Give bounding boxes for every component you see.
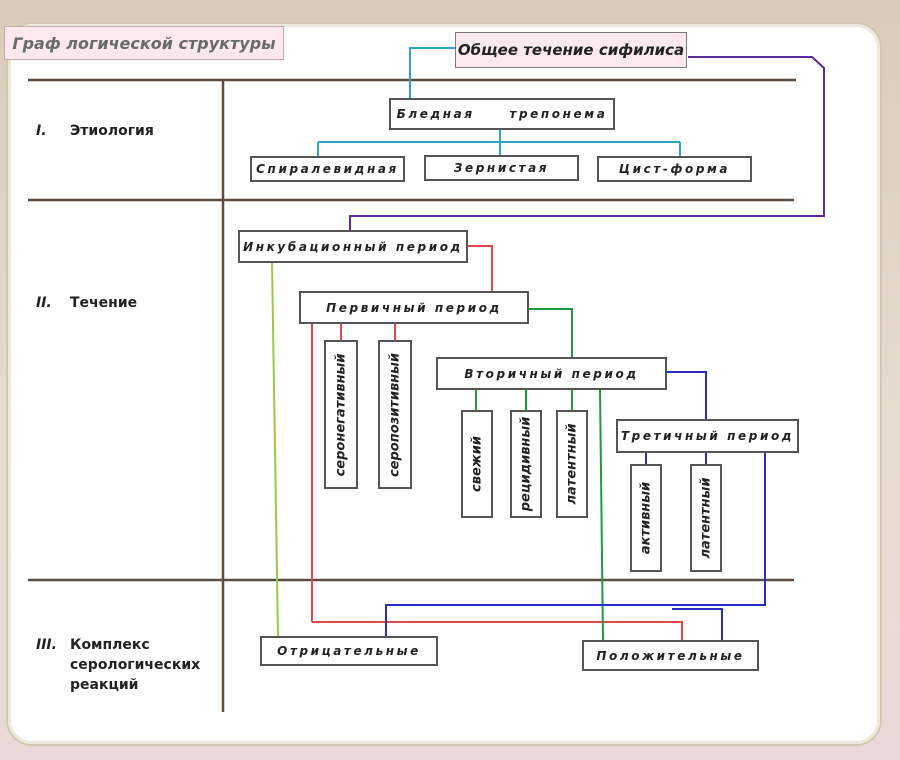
section-label-course: Течение — [70, 295, 138, 311]
etiology-connectors — [317, 47, 681, 157]
section-number-2: II. — [36, 295, 52, 311]
section-label-serology: Комплекс серологических реакций — [70, 637, 201, 693]
green-connectors — [475, 308, 604, 641]
tertiary-sub-latent: латентный — [690, 464, 722, 572]
secondary-sub-recurrent: рецидивный — [510, 410, 542, 518]
tertiary-sub-active: активный — [630, 464, 662, 572]
form-node-granular: Зернистая — [424, 155, 579, 181]
secondary-period-node: Вторичный период — [436, 357, 667, 390]
secondary-sub-latent: латентный — [556, 410, 588, 518]
diagram-title: Граф логической структуры — [4, 26, 284, 60]
form-node-cyst: Цист-форма — [597, 156, 752, 182]
incubation-to-negative-connector — [271, 262, 279, 637]
blue-connectors — [385, 371, 766, 640]
primary-period-node: Первичный период — [299, 291, 529, 324]
section-grid — [28, 78, 796, 712]
root-node: Общее течение сифилиса — [455, 32, 687, 68]
serology-positive-node: Положительные — [582, 640, 759, 671]
root-to-course-connector — [349, 56, 825, 232]
primary-sub-seropositive: серопозитивный — [378, 340, 412, 489]
section-number-3: III. — [36, 637, 57, 653]
red-connectors — [311, 245, 683, 640]
secondary-sub-fresh: свежий — [461, 410, 493, 518]
incubation-period-node: Инкубационный период — [238, 230, 468, 263]
section-label-etiology: Этиология — [70, 123, 154, 139]
form-node-spiral: Спиралевидная — [250, 156, 405, 182]
tertiary-period-node: Третичный период — [616, 419, 799, 453]
agent-node: Бледная трепонема — [389, 98, 615, 130]
section-number-1: I. — [36, 123, 47, 139]
primary-sub-seronegative: серонегативный — [324, 340, 358, 489]
serology-negative-node: Отрицательные — [260, 636, 438, 666]
